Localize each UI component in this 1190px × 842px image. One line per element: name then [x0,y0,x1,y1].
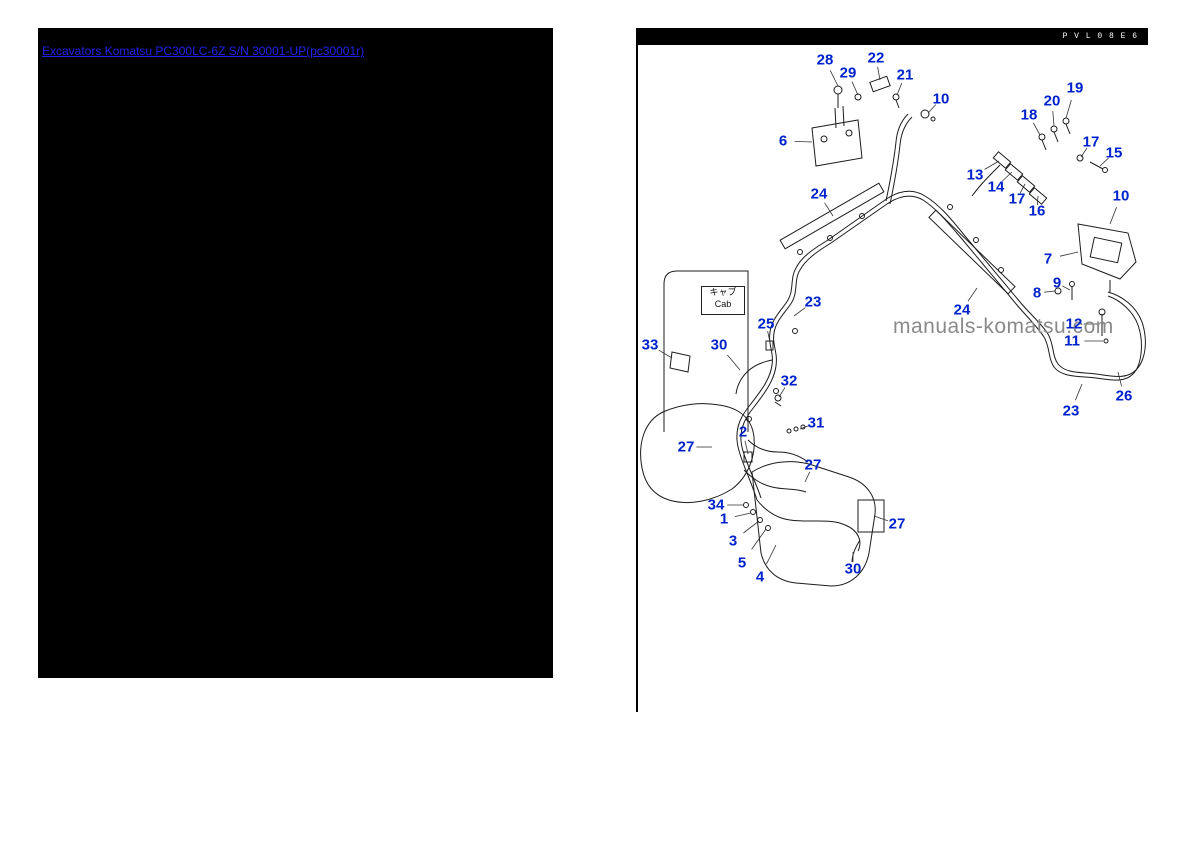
callout-number: 6 [778,132,788,150]
callout-number: 3 [728,532,738,550]
callout-number: 11 [1064,332,1080,350]
callout-number: 17 [1082,133,1100,151]
callout-number: 34 [707,496,725,514]
callout-number: 1 [719,510,729,528]
watermark: manuals-komatsu.com [893,315,1114,338]
callout-number: 2 [738,423,748,441]
cab-label: キャブ Cab [701,286,745,315]
callout-number: 20 [1043,92,1061,110]
callout-number: 23 [804,293,822,311]
diagram-header: P V L 0 8 E 6 [636,28,1148,45]
callout-number: 4 [755,568,765,586]
callout-number: 8 [1032,284,1042,302]
callout-number: 27 [677,438,695,456]
callout-number: 7 [1043,250,1053,268]
callout-number: 25 [757,315,775,333]
callout-number: 22 [867,49,885,67]
cab-label-en: Cab [714,298,732,309]
callout-number: 33 [641,336,659,354]
callout-number: 15 [1105,144,1123,162]
callout-number: 21 [896,66,914,84]
callout-number: 32 [780,372,798,390]
left-black-panel: Excavators Komatsu PC300LC-6Z S/N 30001-… [38,28,553,678]
callout-number: 13 [966,166,984,184]
callout-number: 30 [844,560,862,578]
callout-number: 10 [932,90,950,108]
callout-number: 19 [1066,79,1084,97]
diagram-code: P V L 0 8 E 6 [1062,32,1138,41]
cab-label-jp: キャブ [709,287,737,297]
callout-number: 30 [710,336,728,354]
callout-number: 17 [1008,190,1026,208]
callout-number: 24 [953,301,971,319]
diagram-left-border [636,45,638,712]
callout-number: 24 [810,185,828,203]
callout-number: 5 [737,554,747,572]
callout-number: 18 [1020,106,1038,124]
callout-number: 26 [1115,387,1133,405]
callout-number: 23 [1062,402,1080,420]
callout-number: 16 [1028,202,1046,220]
callout-number: 27 [804,456,822,474]
callout-number: 28 [816,51,834,69]
callout-number: 9 [1052,274,1062,292]
callout-number: 27 [888,515,906,533]
callout-number: 10 [1112,187,1130,205]
product-link[interactable]: Excavators Komatsu PC300LC-6Z S/N 30001-… [42,44,365,58]
callout-number: 29 [839,64,857,82]
diagram-panel: P V L 0 8 E 6 [636,28,1148,712]
callout-number: 12 [1065,315,1083,333]
callout-number: 14 [987,178,1005,196]
callout-number: 31 [807,414,825,432]
